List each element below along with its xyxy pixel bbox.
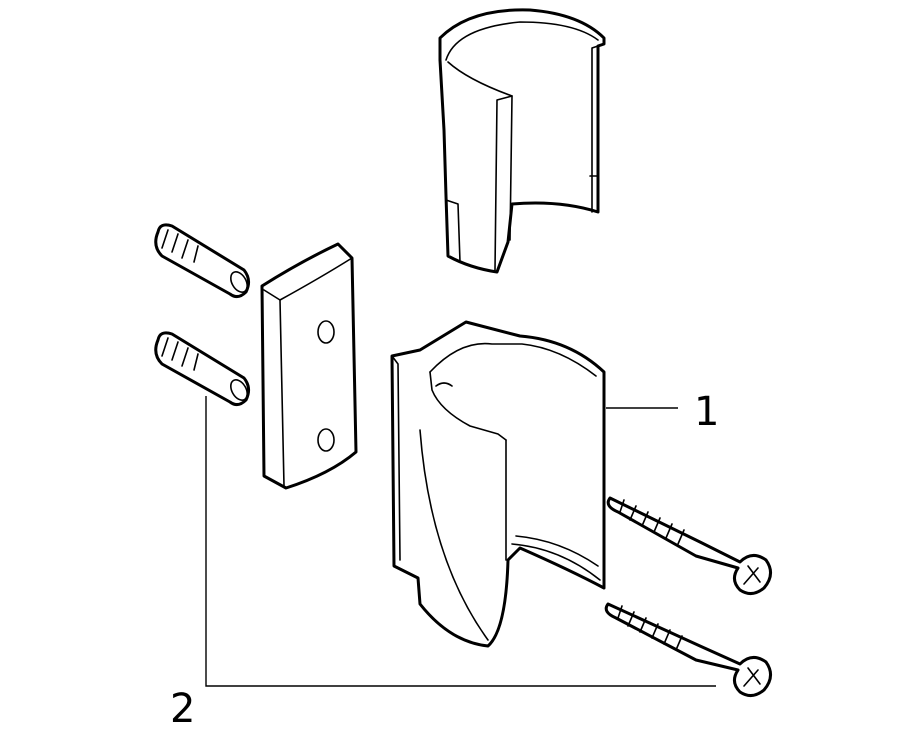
- plate-hole-upper: [317, 320, 335, 344]
- callout-1: 1: [694, 389, 719, 435]
- leader-line-2: [205, 396, 716, 687]
- wall-plug-lower: [154, 331, 251, 407]
- callout-2: 2: [170, 686, 195, 732]
- screw-lower: [604, 602, 772, 697]
- wall-plug-upper: [154, 223, 251, 299]
- holder-body: [390, 320, 606, 648]
- cover-sleeve: [438, 8, 606, 274]
- wall-plate: [260, 242, 358, 490]
- screw-upper: [606, 496, 772, 595]
- plate-hole-lower: [317, 428, 335, 452]
